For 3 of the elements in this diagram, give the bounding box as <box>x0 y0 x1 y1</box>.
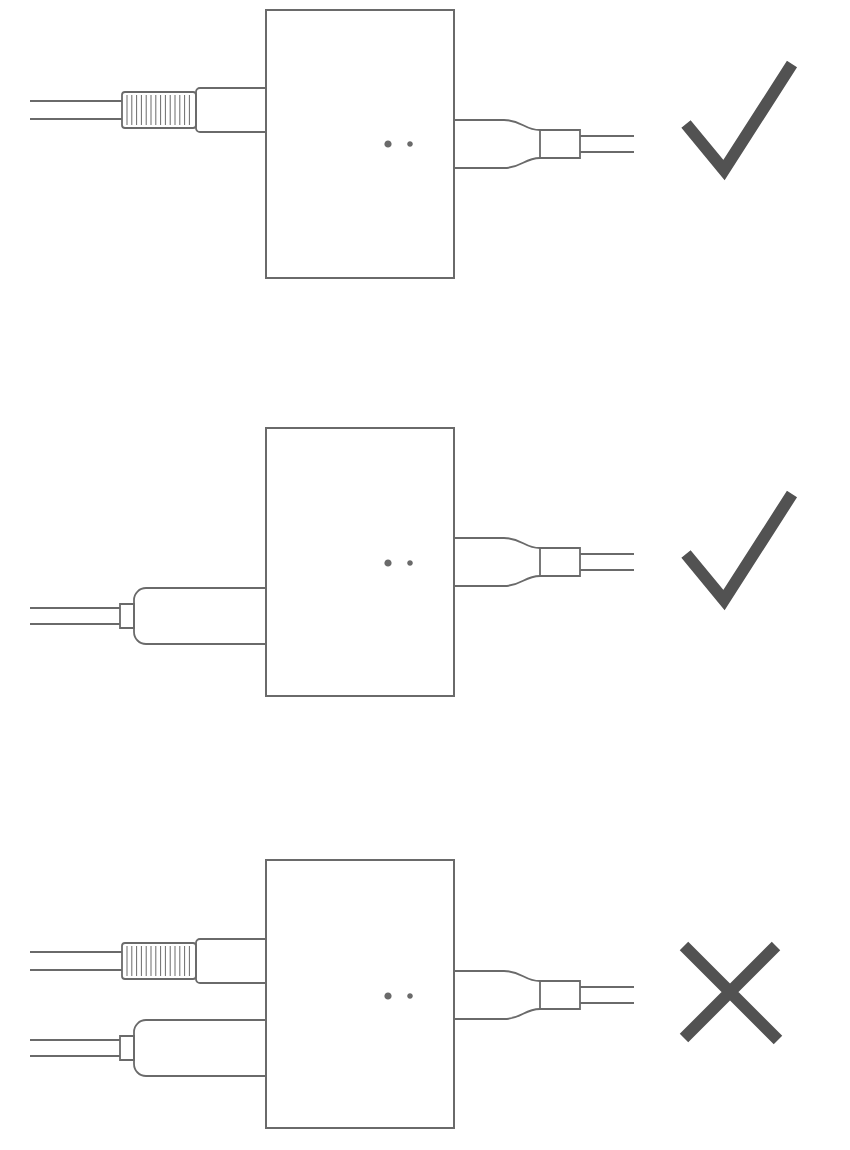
adapter-box <box>265 859 455 1129</box>
adapter-box <box>265 9 455 279</box>
adapter-box <box>265 427 455 697</box>
